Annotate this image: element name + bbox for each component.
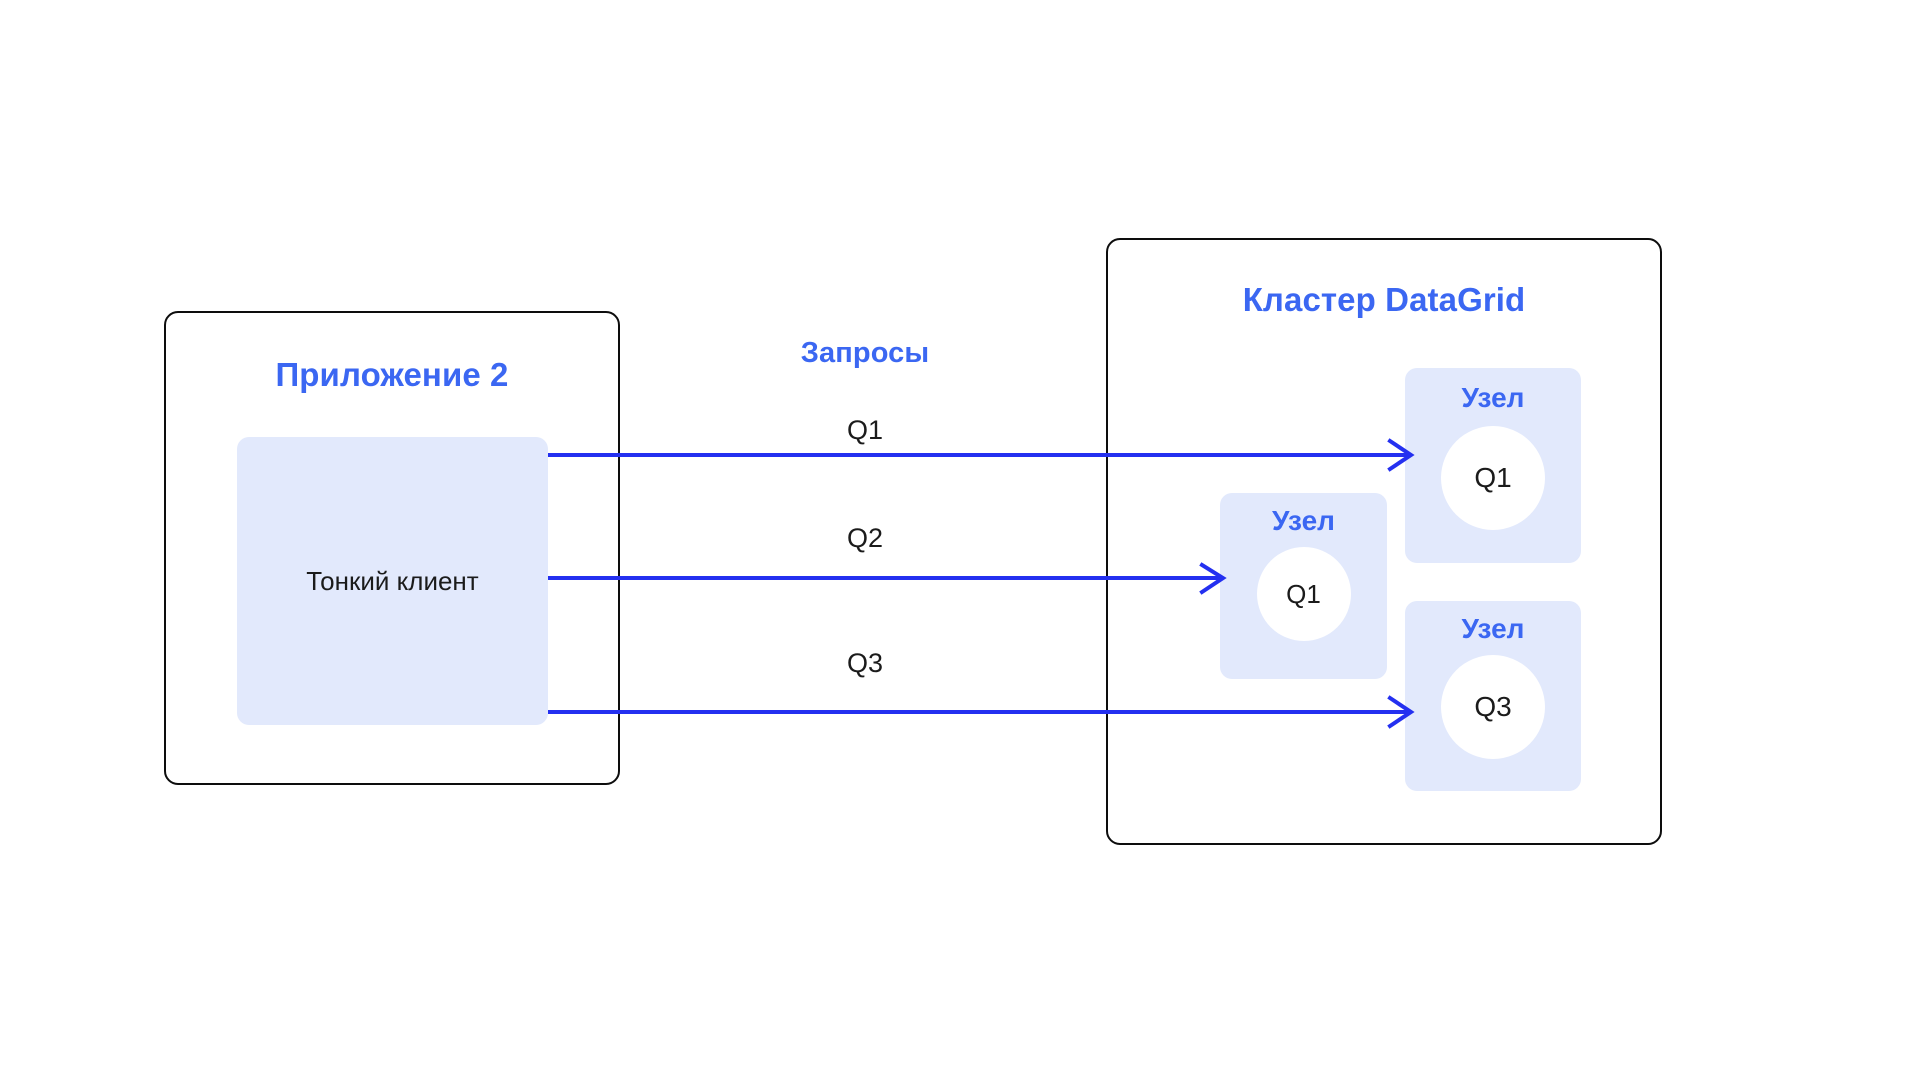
flow-label-q2: Q2: [846, 523, 884, 553]
node-query-circle: Q1: [1441, 426, 1545, 530]
flow-label-q1: Q1: [846, 415, 884, 445]
requests-title: Запросы: [800, 337, 930, 369]
cluster-container: [1106, 238, 1662, 845]
node-query-circle: Q3: [1441, 655, 1545, 759]
flow-label-q3: Q3: [846, 648, 884, 678]
thin-client-label: Тонкий клиент: [306, 565, 479, 596]
cluster-node-middle[interactable]: Узел Q1: [1220, 493, 1387, 679]
cluster-node-top[interactable]: Узел Q1: [1405, 368, 1581, 563]
cluster-node-bottom[interactable]: Узел Q3: [1405, 601, 1581, 791]
thin-client-card[interactable]: Тонкий клиент: [237, 437, 548, 725]
node-query-circle: Q1: [1256, 547, 1351, 641]
node-title: Узел: [1272, 505, 1335, 536]
cluster-title: Кластер DataGrid: [1242, 281, 1526, 318]
node-title: Узел: [1461, 382, 1525, 413]
application-title: Приложение 2: [275, 356, 509, 393]
application-container: [164, 311, 620, 785]
node-title: Узел: [1461, 613, 1525, 644]
